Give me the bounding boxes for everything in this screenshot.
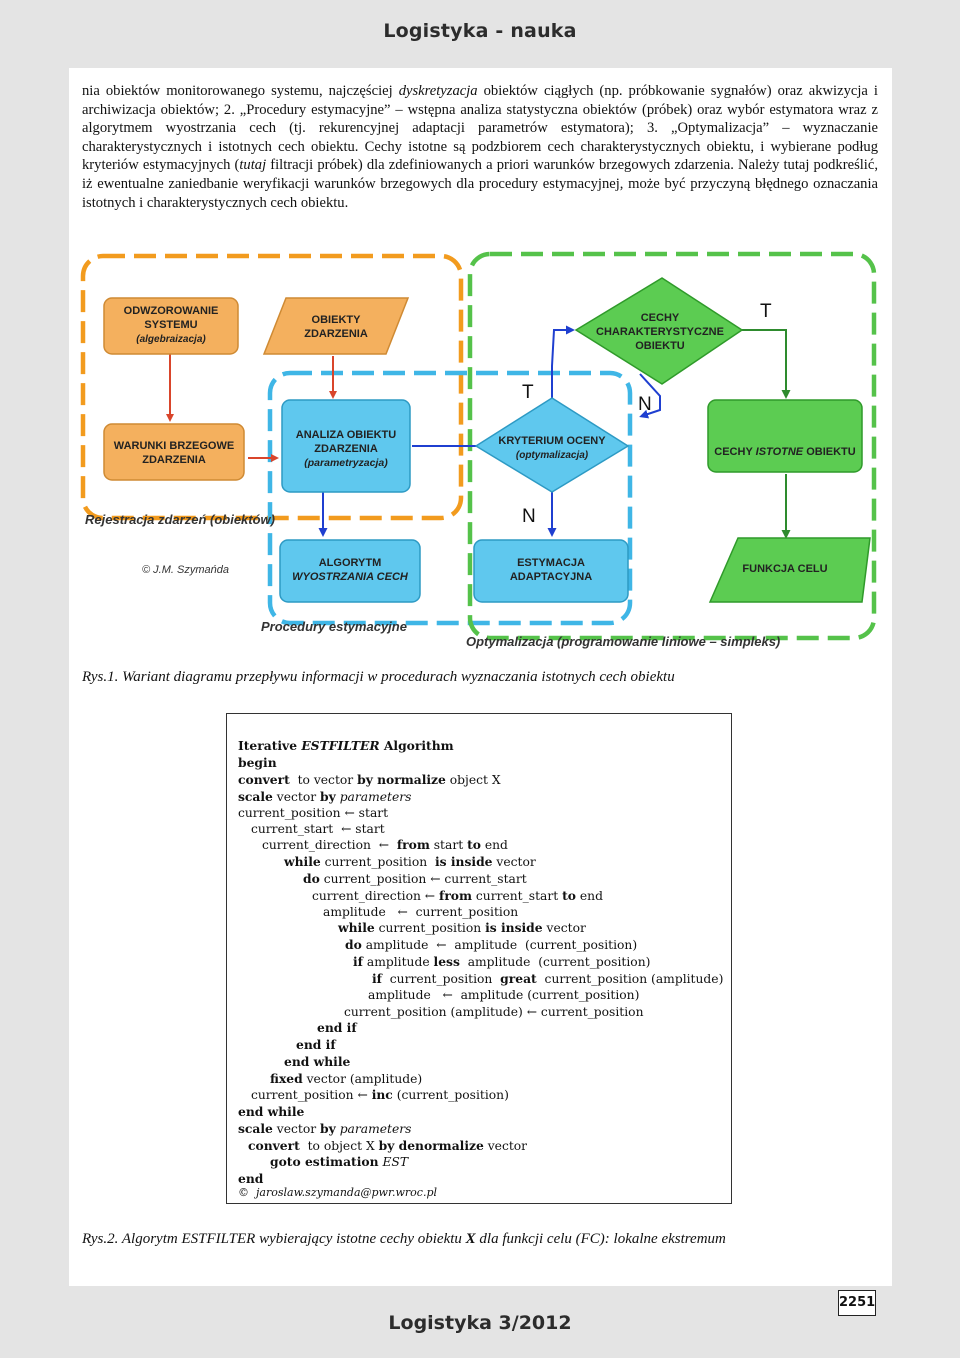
algo-line: if current_position great current_positi…	[372, 971, 724, 987]
node-algorytm-wyostrzania: ALGORYTM WYOSTRZANIA CECH	[279, 539, 421, 603]
region-label-optimization: Optymalizacja (programowanie liniowe – s…	[466, 634, 780, 649]
node-label: (algebraizacja)	[136, 334, 206, 345]
node-label: OBIEKTU	[635, 340, 685, 352]
node-label: KRYTERIUM OCENY	[498, 435, 606, 447]
node-label: ODWZOROWANIE	[124, 305, 219, 317]
algo-line: end while	[238, 1104, 305, 1119]
node-cechy-charakterystyczne: CECHY CHARAKTERYSTYCZNE OBIEKTU	[574, 277, 744, 385]
journal-header: Logistyka - nauka	[383, 20, 577, 42]
node-cechy-istotne: CECHY ISTOTNE OBIEKTU	[707, 399, 863, 473]
algo-line: amplitude ← current_position	[323, 905, 519, 919]
figure-caption-1: Rys.1. Wariant diagramu przepływu inform…	[82, 669, 675, 685]
node-estymacja-adaptacyjna: ESTYMACJA ADAPTACYJNA	[473, 539, 629, 603]
branch-label-n: N	[522, 506, 536, 527]
node-warunki-brzegowe: WARUNKI BRZEGOWE ZDARZENIA	[103, 423, 245, 481]
figure-caption-2: Rys.2. Algorytm ESTFILTER wybierający is…	[82, 1231, 726, 1247]
journal-footer: Logistyka 3/2012	[388, 1312, 572, 1334]
diagram-copyright: © J.M. Szymańda	[142, 564, 229, 576]
node-label: (parametryzacja)	[304, 457, 388, 469]
node-odwzorowanie-systemu: ODWZOROWANIE SYSTEMU (algebraizacja)	[103, 297, 239, 355]
algo-line: current_direction ← from start to end	[262, 837, 508, 853]
algo-line: fixed vector (amplitude)	[270, 1071, 423, 1087]
node-obiekty-zdarzenia: OBIEKTY ZDARZENIA	[262, 297, 410, 355]
algo-line: end	[238, 1171, 264, 1186]
branch-label-t: T	[760, 301, 772, 322]
algo-line: current_direction ← from current_start t…	[312, 888, 603, 904]
node-label: (optymalizacja)	[516, 450, 589, 461]
algo-line: current_position ← inc (current_position…	[251, 1087, 509, 1103]
body-text-part: nia obiektów monitorowanego systemu, naj…	[82, 83, 399, 99]
algo-line: end while	[284, 1054, 351, 1069]
node-label: ZDARZENIA	[304, 328, 368, 340]
algo-line: begin	[238, 755, 277, 770]
node-kryterium-oceny: KRYTERIUM OCENY (optymalizacja)	[474, 397, 630, 493]
branch-label-t: T	[522, 382, 534, 403]
algo-line: amplitude ← amplitude (current_position)	[368, 988, 640, 1002]
algo-line: current_start ← start	[251, 822, 385, 836]
algo-line: do amplitude ← amplitude (current_positi…	[345, 937, 638, 953]
algo-line: current_position ← start	[238, 806, 389, 820]
body-text-part: filtracji próbek) dla zdefiniowanych a p…	[82, 157, 878, 211]
branch-label-n: N	[638, 394, 652, 415]
body-text-italic: tutaj	[239, 157, 267, 174]
node-label: ZDARZENIA	[142, 454, 206, 466]
flow-diagram: ODWZOROWANIE SYSTEMU (algebraizacja) OBI…	[80, 251, 877, 649]
algo-line: end if	[317, 1020, 357, 1035]
node-label: OBIEKTY	[312, 314, 362, 326]
algo-copyright: © jaroslaw.szymanda@pwr.wroc.pl	[238, 1186, 438, 1199]
body-text-part: obiektów ciągłych (np. próbkowanie sygna…	[82, 83, 878, 174]
node-funkcja-celu: FUNKCJA CELU	[708, 537, 871, 603]
algo-line: current_position (amplitude) ← current_p…	[344, 1005, 644, 1019]
algo-line: do current_position ← current_start	[303, 871, 527, 887]
algo-line: Iterative ESTFILTER Algorithm	[238, 738, 454, 753]
algo-line: convert to vector by normalize object X	[238, 772, 501, 788]
algo-line: while current_position is inside vector	[284, 854, 536, 870]
body-paragraph: nia obiektów monitorowanego systemu, naj…	[82, 82, 878, 212]
region-label-procedures: Procedury estymacyjne	[261, 619, 407, 634]
body-text-italic: dyskretyzacja	[398, 83, 478, 99]
page-number: 2251	[838, 1290, 876, 1316]
algo-line: if amplitude less amplitude (current_pos…	[353, 954, 651, 970]
algo-line: scale vector by parameters	[238, 1121, 412, 1137]
node-label: CHARAKTERYSTYCZNE	[596, 326, 724, 338]
node-label: ESTYMACJA	[517, 557, 585, 569]
algo-line: while current_position is inside vector	[338, 920, 586, 936]
node-label: SYSTEMU	[144, 319, 197, 331]
node-label: CECHY	[641, 312, 680, 324]
node-label: WYOSTRZANIA CECH	[292, 571, 409, 583]
node-label: ANALIZA OBIEKTU	[296, 429, 396, 441]
node-label: ALGORYTM	[319, 557, 382, 569]
region-label-registration: Rejestracja zdarzeń (obiektów)	[85, 512, 275, 527]
region-estimation	[267, 370, 633, 626]
node-label: CECHY ISTOTNE OBIEKTU	[714, 446, 855, 458]
node-analiza-obiektu: ANALIZA OBIEKTU ZDARZENIA (parametryzacj…	[281, 399, 411, 493]
algorithm-box: Iterative ESTFILTER Algorithm begin conv…	[226, 713, 732, 1204]
node-label: WARUNKI BRZEGOWE	[114, 440, 234, 452]
node-label: ZDARZENIA	[314, 443, 378, 455]
node-label: ADAPTACYJNA	[510, 571, 592, 583]
algo-line: goto estimation EST	[270, 1154, 409, 1170]
algo-line: end if	[296, 1037, 336, 1052]
node-label: FUNKCJA CELU	[742, 563, 827, 575]
algo-line: scale vector by parameters	[238, 789, 412, 805]
algo-line: convert to object X by denormalize vecto…	[248, 1138, 528, 1154]
